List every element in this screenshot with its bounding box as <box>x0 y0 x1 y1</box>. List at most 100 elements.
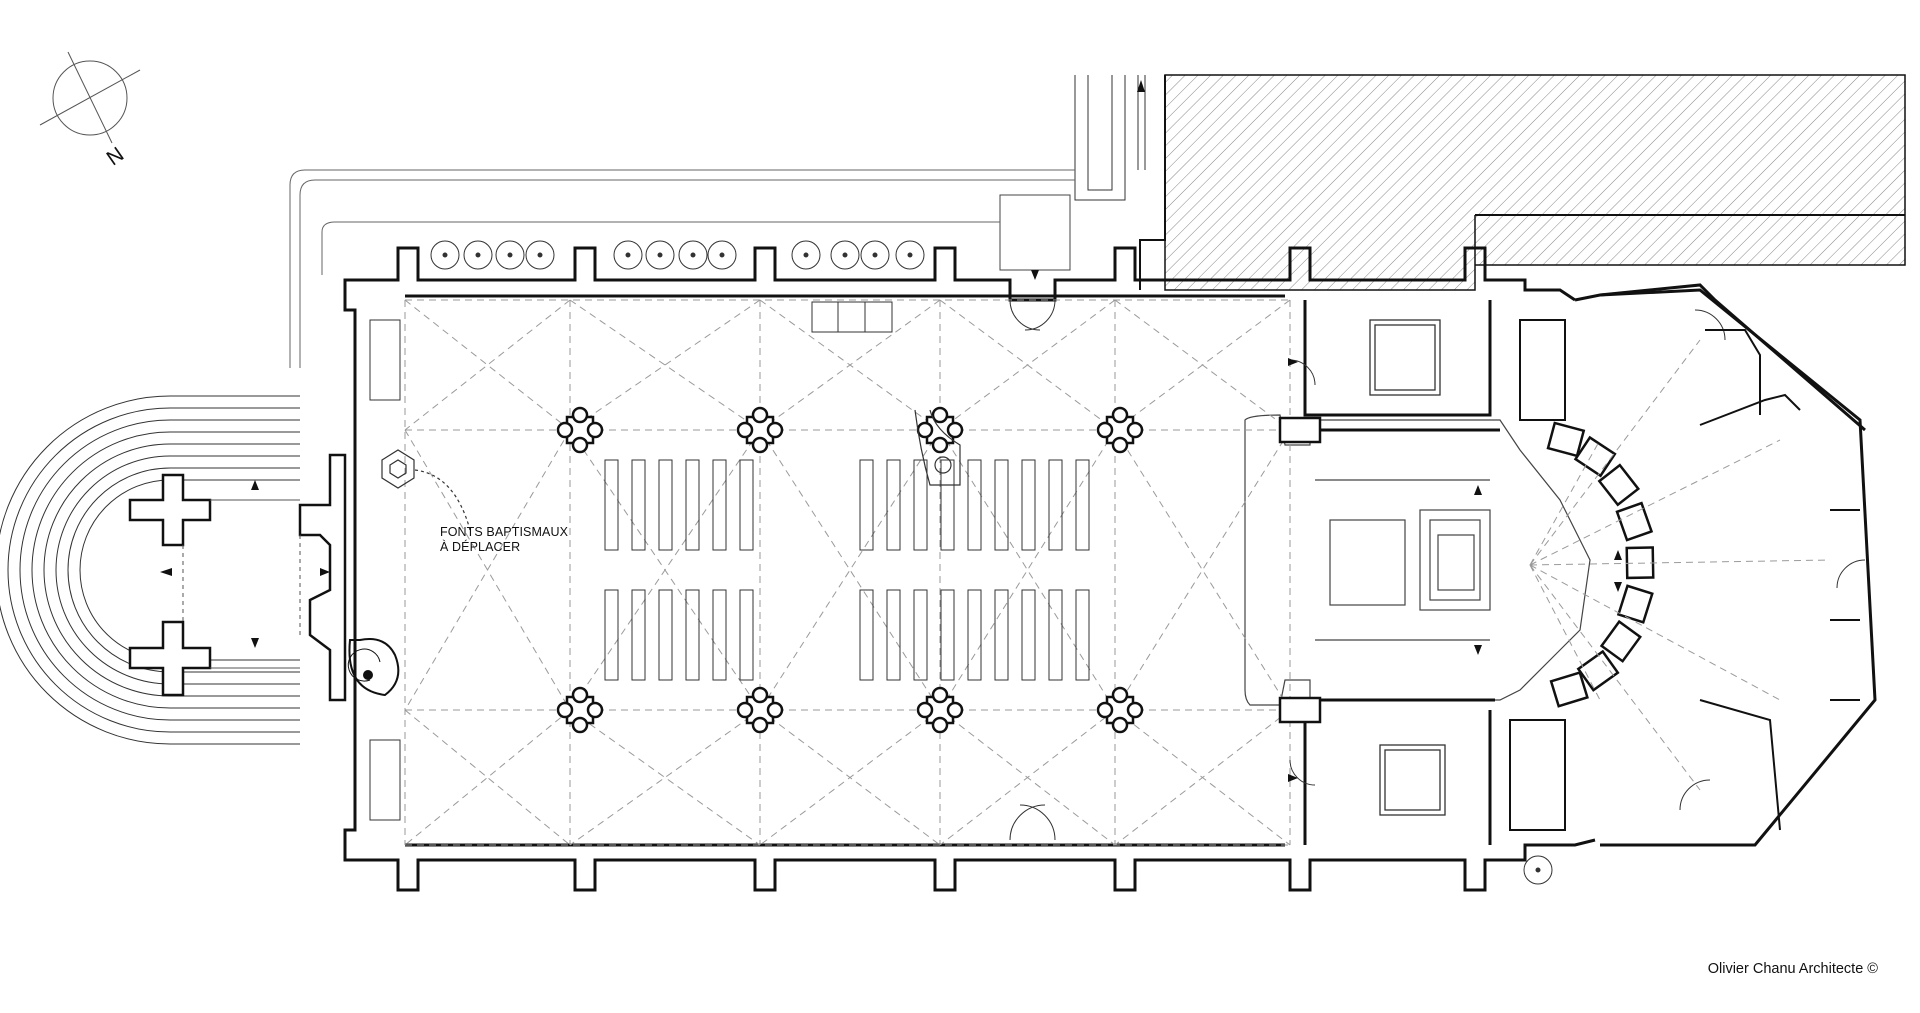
pier-lobe <box>751 436 769 454</box>
vault-rib <box>1114 709 1291 846</box>
sacristy-rooms <box>1699 329 1860 831</box>
pew <box>712 589 727 681</box>
porch-floor <box>182 499 301 669</box>
apse-rib <box>1529 564 1601 701</box>
apse-walls <box>1509 283 1877 847</box>
pew <box>967 459 982 551</box>
vault-rib <box>939 709 1116 846</box>
adjacent-building-hatched <box>1164 74 1906 291</box>
pew <box>739 459 754 551</box>
tree-icon <box>495 240 525 270</box>
pew <box>994 459 1009 551</box>
pier-lobe <box>1111 436 1129 454</box>
vault-rib <box>759 709 941 846</box>
north-stairs <box>999 194 1071 271</box>
pew <box>940 459 955 551</box>
vault-rib <box>1114 299 1291 431</box>
vault-rib <box>404 299 571 431</box>
nave-piers <box>556 406 1322 734</box>
ambulatory-block <box>1549 670 1589 708</box>
pier <box>1096 686 1144 734</box>
tree-icon <box>1523 855 1553 885</box>
pew <box>859 459 874 551</box>
pier-lobe <box>1126 421 1144 439</box>
pier-lobe <box>586 421 604 439</box>
pew <box>631 589 646 681</box>
pew <box>1021 459 1036 551</box>
pew <box>631 459 646 551</box>
tree-trunk <box>537 252 543 258</box>
pier-lobe <box>751 716 769 734</box>
doors <box>1009 299 1866 841</box>
annotation-line-1: FONTS BAPTISMAUX <box>440 525 569 539</box>
circulation-arrows <box>160 80 1622 782</box>
pier-lobe <box>931 406 949 424</box>
tree-trunk <box>625 252 631 258</box>
tree-trunk <box>803 252 809 258</box>
pier-lobe <box>1111 686 1129 704</box>
pew <box>1075 589 1090 681</box>
ambulatory-block <box>1597 463 1641 507</box>
pew <box>994 589 1009 681</box>
baptismal-font <box>381 449 471 531</box>
tree-trunk <box>507 252 513 258</box>
pew <box>712 459 727 551</box>
pew <box>685 589 700 681</box>
tree-trunk <box>842 252 848 258</box>
step <box>19 419 300 721</box>
pew <box>913 589 928 681</box>
step <box>0 395 300 745</box>
annotation-line-2: À DÉPLACER <box>440 540 521 554</box>
tree-icon <box>525 240 555 270</box>
pier-lobe <box>931 436 949 454</box>
tree-trunk <box>442 252 448 258</box>
pews <box>604 459 1090 681</box>
pier-lobe <box>946 421 964 439</box>
pew <box>1048 589 1063 681</box>
chancel-pier <box>1278 696 1322 724</box>
pier-lobe <box>946 701 964 719</box>
pew <box>859 589 874 681</box>
ambulatory-block <box>1599 619 1642 663</box>
vault-rib <box>759 299 941 431</box>
north-passage <box>1074 75 1146 201</box>
vault-lines <box>404 299 1831 846</box>
baptismal-font-annotation: FONTS BAPTISMAUX À DÉPLACER <box>440 525 568 555</box>
step <box>7 407 300 733</box>
pier-lobe <box>556 421 574 439</box>
pier-lobe <box>916 421 934 439</box>
vault-rib <box>759 429 941 711</box>
top-furniture <box>811 301 893 333</box>
pier <box>556 686 604 734</box>
step <box>31 431 300 709</box>
apse-rib <box>1529 439 1781 566</box>
pier-lobe <box>1096 421 1114 439</box>
trees <box>430 240 1553 885</box>
pier <box>736 406 784 454</box>
tree-trunk <box>690 252 696 258</box>
vault-rib <box>404 429 571 711</box>
pew <box>1021 589 1036 681</box>
tree-trunk <box>1535 867 1541 873</box>
tree-icon <box>895 240 925 270</box>
apse-rib <box>1529 564 1701 791</box>
pier-lobe <box>1096 701 1114 719</box>
ambulatory-block <box>1576 649 1620 692</box>
tree-icon <box>791 240 821 270</box>
porch <box>128 453 347 702</box>
chancel-pier <box>1278 416 1322 444</box>
tree-trunk <box>719 252 725 258</box>
pier <box>736 686 784 734</box>
pier-lobe <box>766 421 784 439</box>
tree-trunk <box>907 252 913 258</box>
site-outline <box>289 169 1075 368</box>
pier-lobe <box>571 716 589 734</box>
pier-lobe <box>571 686 589 704</box>
vault-rib <box>569 299 761 431</box>
pew <box>913 459 928 551</box>
tree-icon <box>430 240 460 270</box>
tree-icon <box>613 240 643 270</box>
ambulatory-block <box>1615 501 1654 542</box>
pulpit <box>914 409 961 486</box>
